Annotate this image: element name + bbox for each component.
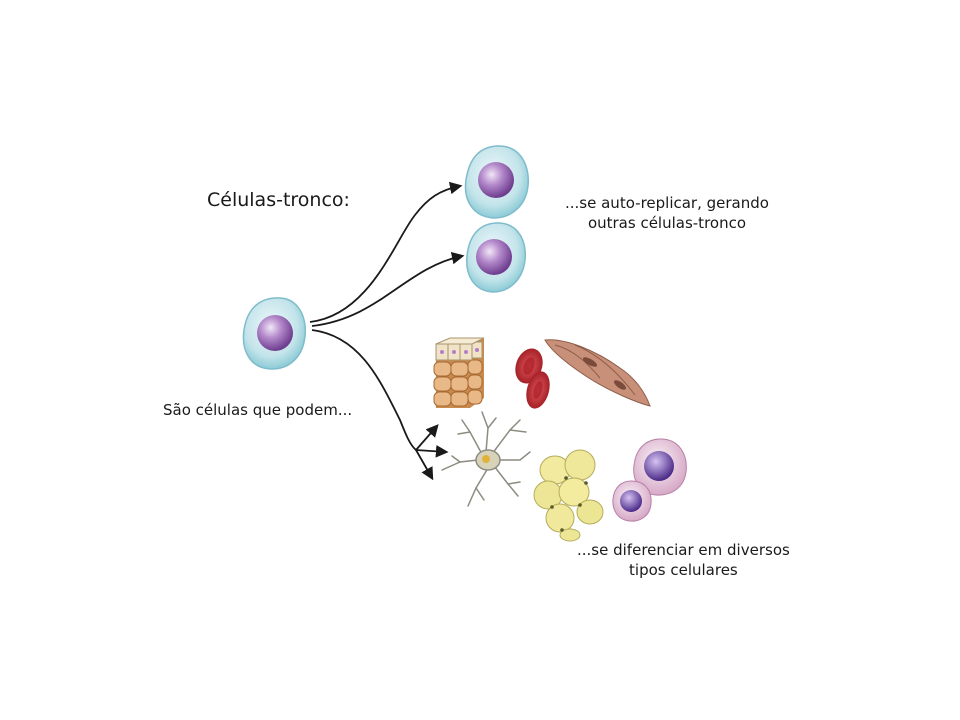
renewed-stem-cell-top [464, 145, 530, 219]
differentiation-caption-line2: tipos celulares [629, 560, 738, 579]
arrow-branch-up [415, 424, 439, 451]
differentiation-caption: ...se diferenciar em diversos tipos celu… [577, 541, 790, 580]
renewed-stem-cell-bottom [466, 222, 527, 293]
self-renewal-caption-line1: ...se auto-replicar, gerando [565, 194, 769, 212]
adipose-tissue-icon [533, 449, 604, 542]
source-caption: São células que podem... [163, 401, 353, 419]
red-blood-cells-icon [515, 348, 550, 409]
arrow-to-differentiation [311, 329, 417, 451]
epithelial-tissue-icon [433, 337, 485, 408]
arrow-to-bottom-cell [311, 251, 465, 327]
arrows [309, 181, 465, 481]
arrow-branch-down [415, 449, 434, 481]
white-blood-cells-icon [612, 438, 687, 522]
arrow-branch-right [415, 445, 449, 458]
diagram-title: Células-tronco: [207, 189, 350, 211]
neuron-icon [441, 411, 531, 507]
smooth-muscle-cells-icon [544, 339, 651, 407]
source-stem-cell [242, 297, 307, 370]
arrow-to-top-cell [309, 181, 463, 323]
self-renewal-caption: ...se auto-replicar, gerando outras célu… [565, 194, 769, 233]
self-renewal-caption-line2: outras células-tronco [587, 213, 747, 232]
differentiation-caption-line1: ...se diferenciar em diversos [577, 541, 790, 559]
